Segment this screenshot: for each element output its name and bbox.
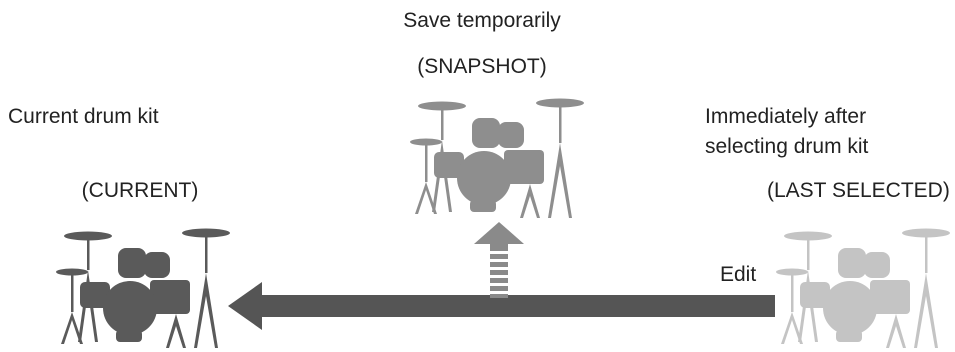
snapshot-tag: (SNAPSHOT) <box>372 54 592 80</box>
last-selected-drum-kit-icon <box>778 226 948 352</box>
last-selected-caption-line2: selecting drum kit <box>705 134 868 160</box>
last-selected-tag: (LAST SELECTED) <box>767 178 950 204</box>
current-drum-kit-icon <box>58 226 228 352</box>
snapshot-caption: Save temporarily <box>372 8 592 34</box>
snapshot-drum-kit-icon <box>412 96 582 222</box>
save-arrow-icon <box>474 222 524 298</box>
drum-kit-shape <box>776 229 950 349</box>
current-tag: (CURRENT) <box>50 178 230 204</box>
current-caption: Current drum kit <box>8 104 159 130</box>
drum-kit-shape <box>56 229 230 349</box>
last-selected-caption-line1: Immediately after <box>705 104 866 130</box>
drum-kit-shape <box>410 99 584 219</box>
